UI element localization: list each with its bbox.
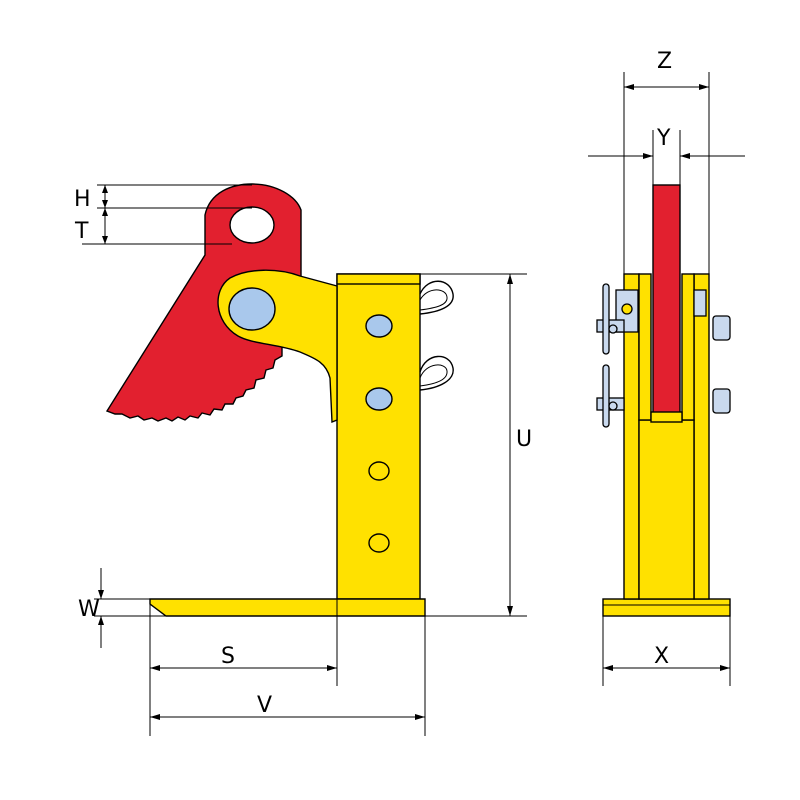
front-view: Z Y X (588, 49, 745, 686)
lifting-eye-hole (229, 206, 275, 244)
pivot-pin (228, 287, 276, 331)
dim-label-h: H (74, 187, 91, 212)
front-right-side-plate (693, 273, 710, 600)
front-bolt-shaft (693, 289, 707, 317)
locking-ring-upper-inner (419, 289, 448, 311)
front-cam-base (650, 411, 683, 423)
body-pin-lower (365, 387, 393, 411)
front-bolt-head-lower (712, 388, 731, 414)
dim-label-z: Z (657, 49, 672, 74)
dim-label-u: U (516, 427, 532, 452)
front-spring-rod-lower (602, 364, 610, 428)
locking-ring-lower-inner (419, 364, 448, 387)
dim-label-x: X (654, 644, 669, 669)
dim-label-y: Y (656, 126, 671, 151)
main-body-top-plate (336, 273, 421, 285)
dim-label-s: S (221, 644, 235, 669)
front-base-plate (602, 598, 731, 617)
dim-label-w: W (78, 597, 100, 622)
body-pin-upper (365, 314, 393, 338)
side-view: H T U W S V (74, 183, 532, 736)
front-red-cam (652, 184, 681, 421)
body-hole-1 (368, 461, 390, 481)
front-spring-rod-upper (602, 283, 610, 355)
front-pin-block-hole (621, 303, 633, 315)
front-inner-right (681, 273, 695, 421)
dim-label-t: T (74, 219, 89, 244)
front-inner-body (638, 419, 695, 600)
front-inner-left (638, 273, 652, 421)
front-bolt-head-upper (712, 315, 731, 341)
base-jaw (149, 598, 426, 617)
locking-ring-lower (419, 355, 454, 391)
locking-ring-upper (419, 280, 454, 315)
dim-label-v: V (257, 693, 272, 718)
body-hole-2 (368, 533, 390, 553)
